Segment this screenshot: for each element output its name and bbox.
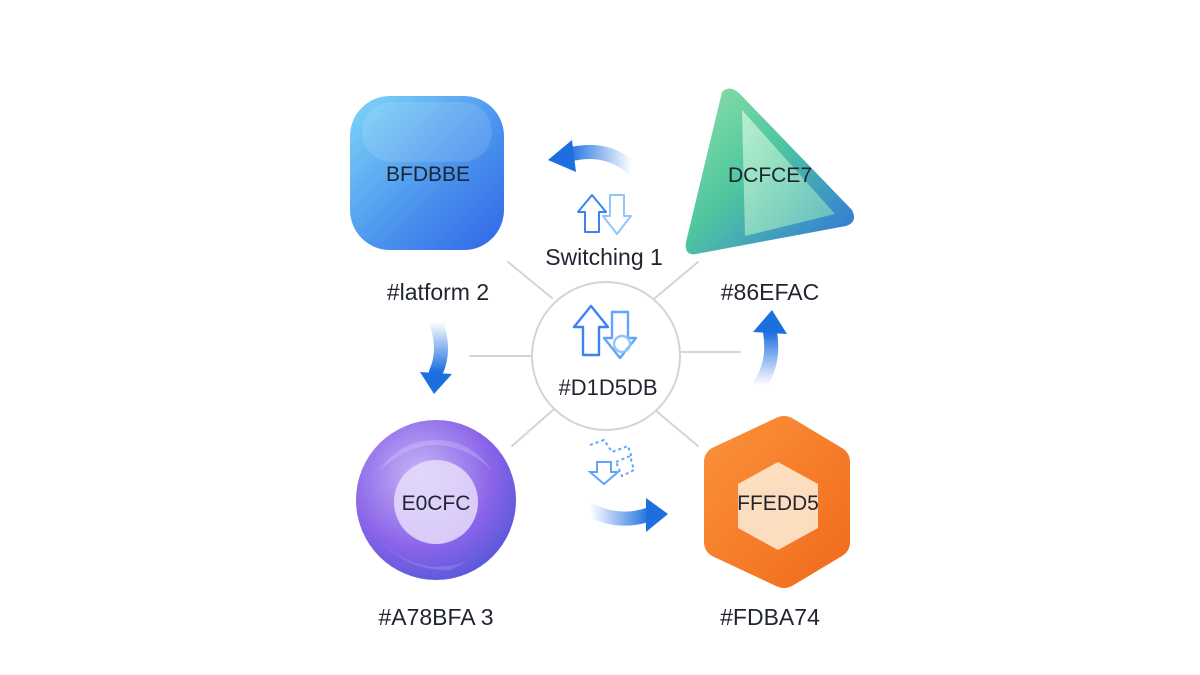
node-inner-label: FFEDD5 [737,492,819,515]
arrow-right-to-left [548,140,639,175]
connector-top-left [507,261,553,299]
scatter-download-icon [587,438,636,486]
node-triangle: DCFCE7 [685,88,854,255]
hub-title: Switching 1 [545,244,663,270]
node-circle: E0CFC [356,420,516,580]
arrow-left-to-right [583,498,668,532]
connector-bottom-left [511,409,554,447]
node-caption: #latform 2 [387,279,489,305]
data-transfer-icon [572,304,638,360]
swap-vertical-icon [577,194,632,235]
node-inner-label: E0CFC [402,492,471,515]
node-inner-label: DCFCE7 [728,164,812,187]
node-hexagon: FFEDD5 [704,416,850,588]
connector-top-right [654,261,699,299]
connector-bottom-right [654,409,699,447]
node-inner-label: BFDBBE [386,163,470,186]
node-caption: #FDBA74 [720,604,820,630]
hub-node: #D1D5DB [531,281,681,431]
arrow-bottom-to-top [753,310,787,392]
node-platform: BFDBBE [350,96,504,250]
connector-lines [469,261,741,447]
arrow-top-to-bottom [420,315,452,394]
node-caption: #86EFAC [721,279,819,305]
hub-label: #D1D5DB [558,375,657,400]
node-caption: #A78BFA 3 [378,604,493,630]
